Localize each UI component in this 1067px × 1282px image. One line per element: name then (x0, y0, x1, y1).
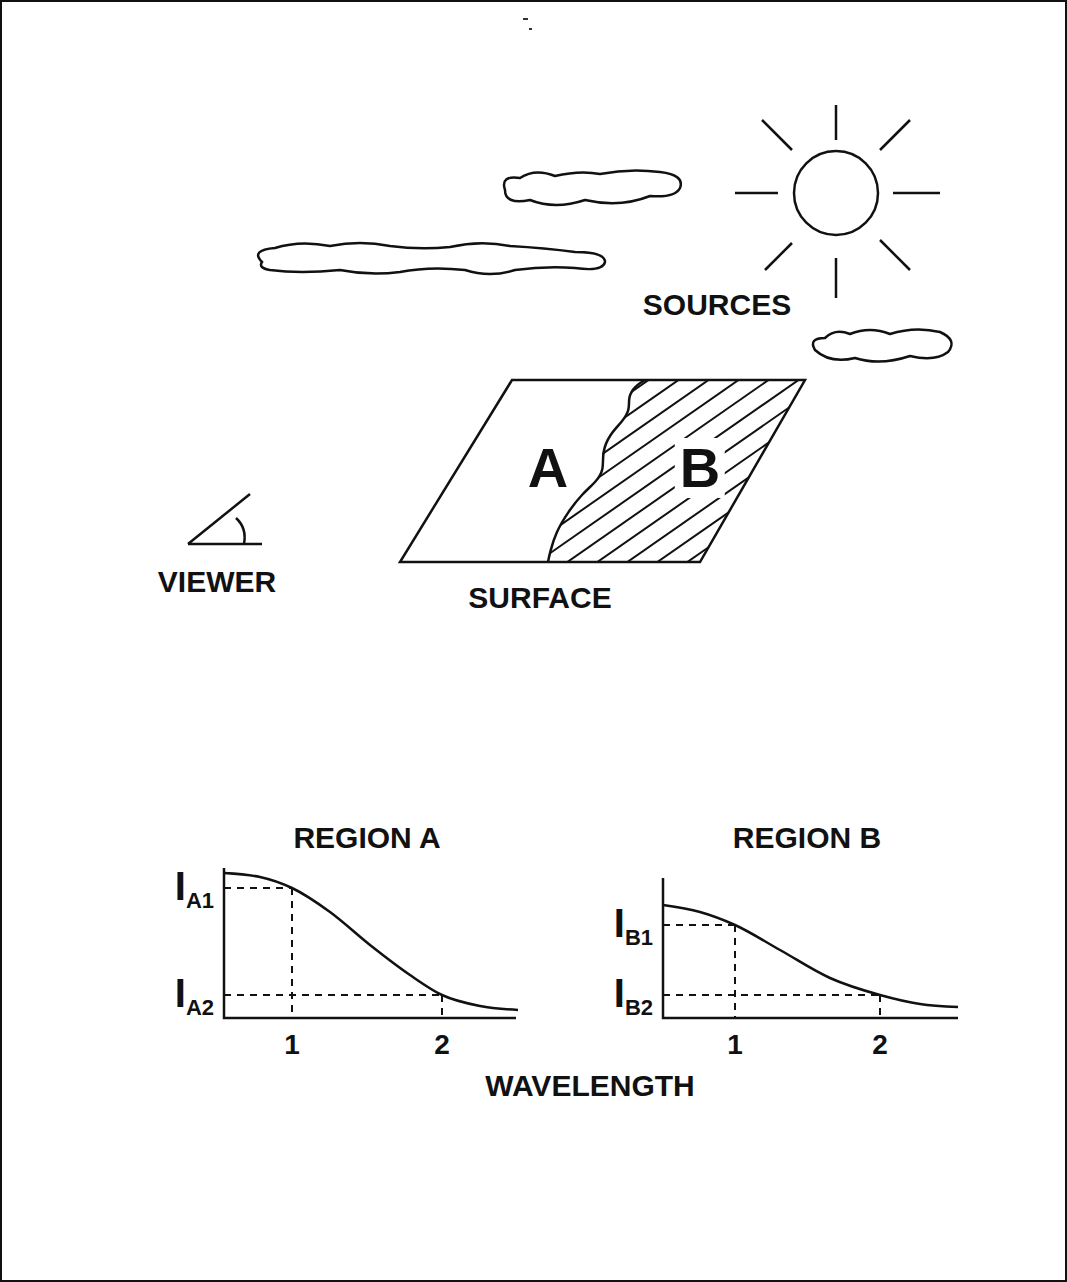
intensity-subscript: A1 (186, 888, 214, 913)
tick-label: 1 (727, 1031, 743, 1059)
spectrum-curve (224, 873, 518, 1010)
intensity-subscript: B2 (625, 995, 653, 1020)
intensity-symbol: I (175, 971, 186, 1015)
clouds (258, 170, 951, 361)
intensity-label: IA2 (175, 973, 214, 1013)
graph-title: REGION B (733, 823, 881, 853)
viewer-label: VIEWER (158, 567, 276, 597)
intensity-subscript: B1 (625, 925, 653, 950)
surface-outline (390, 372, 815, 617)
intensity-label: IB1 (614, 903, 653, 943)
sun (735, 105, 940, 298)
axes (224, 868, 958, 1018)
tick-label: 1 (284, 1031, 300, 1059)
hatching (390, 372, 815, 602)
intensity-subscript: A2 (186, 995, 214, 1020)
intensity-symbol: I (614, 971, 625, 1015)
spectrum-curve (663, 905, 958, 1007)
axis-title: WAVELENGTH (485, 1071, 694, 1101)
surface-parallelogram (400, 380, 805, 562)
surface-panel: A B SURFACE (390, 372, 815, 617)
tick-label: 2 (434, 1031, 450, 1059)
region-letter: A (528, 440, 568, 496)
graph-title: REGION A (293, 823, 440, 853)
specks (523, 19, 532, 29)
viewer-eye (188, 494, 262, 544)
graphs (224, 868, 958, 1018)
intensity-symbol: I (614, 901, 625, 945)
region-letter: B (675, 438, 725, 498)
tick-label: 2 (872, 1031, 888, 1059)
surface-label: SURFACE (468, 583, 611, 613)
intensity-label: IB2 (614, 973, 653, 1013)
intensity-label: IA1 (175, 866, 214, 906)
sources-label: SOURCES (643, 290, 791, 320)
intensity-symbol: I (175, 864, 186, 908)
